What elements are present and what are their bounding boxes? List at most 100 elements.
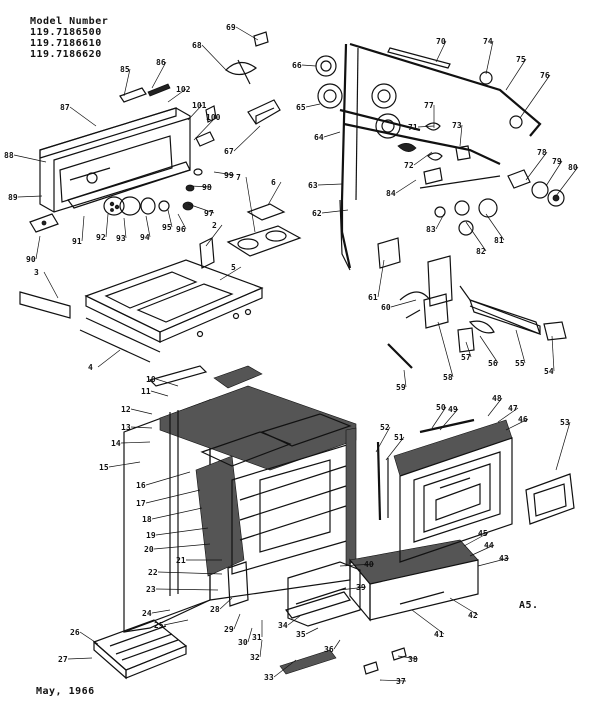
part-number-label: 55 xyxy=(515,359,525,368)
leader-line xyxy=(213,171,235,176)
leader-line xyxy=(151,609,171,614)
leader-line xyxy=(67,657,93,660)
part-number-label: 3 xyxy=(34,268,39,277)
callout-87: 87 xyxy=(60,103,97,127)
small-parts-top xyxy=(119,31,281,147)
callout-83: 83 xyxy=(426,213,445,234)
callout-51: 51 xyxy=(385,433,405,461)
callout-16: 16 xyxy=(136,471,191,490)
leader-line xyxy=(333,639,341,650)
callout-56: 56 xyxy=(479,335,499,368)
part-number-label: 43 xyxy=(499,554,509,563)
part-number-label: 34 xyxy=(278,621,288,630)
oven-door xyxy=(376,418,575,563)
callout-44: 44 xyxy=(469,541,495,557)
leader-line xyxy=(555,421,571,471)
leader-line xyxy=(465,221,487,252)
callout-37: 37 xyxy=(379,677,407,686)
part-number-label: 97 xyxy=(204,209,214,218)
part-number-label: 81 xyxy=(494,236,504,245)
part-number-label: 59 xyxy=(396,383,406,392)
leader-line xyxy=(273,659,297,678)
part-number-label: 22 xyxy=(148,568,158,577)
callout-19: 19 xyxy=(146,527,209,540)
part-number-label: 52 xyxy=(380,423,390,432)
callout-94: 94 xyxy=(140,215,151,242)
callout-46: 46 xyxy=(505,415,529,431)
control-knobs xyxy=(29,168,203,233)
model-number-2: 119.7186610 xyxy=(30,38,102,49)
callout-24: 24 xyxy=(142,609,171,618)
leader-line xyxy=(390,299,417,308)
part-number-label: 71 xyxy=(408,123,418,132)
leader-line xyxy=(505,58,527,91)
leader-line xyxy=(459,124,463,147)
callout-11: 11 xyxy=(141,387,169,397)
part-number-label: 54 xyxy=(544,367,554,376)
part-number-label: 12 xyxy=(121,405,131,414)
leader-line xyxy=(235,26,259,41)
callout-15: 15 xyxy=(99,461,141,472)
callout-74: 74 xyxy=(483,37,494,75)
part-number-label: 90 xyxy=(26,255,36,264)
leader-line xyxy=(187,104,203,121)
callout-7: 7 xyxy=(236,173,256,233)
part-number-label: 102 xyxy=(176,85,191,94)
callout-82: 82 xyxy=(465,221,487,256)
part-number-label: 39 xyxy=(356,583,366,592)
part-number-label: 32 xyxy=(250,653,260,662)
callout-100: 100 xyxy=(193,113,221,141)
leader-line xyxy=(108,461,141,468)
callout-60: 60 xyxy=(381,299,417,312)
part-callouts: 3456721011121314151617181920212223242526… xyxy=(4,23,579,686)
part-number-label: 30 xyxy=(238,638,248,647)
leader-line xyxy=(187,203,215,214)
part-number-label: 58 xyxy=(443,373,453,382)
callout-42: 42 xyxy=(449,597,479,620)
part-number-label: 80 xyxy=(568,163,578,172)
leader-line xyxy=(43,271,59,299)
leader-line xyxy=(130,408,153,415)
part-number-label: 73 xyxy=(452,121,462,130)
part-number-label: 49 xyxy=(448,405,458,414)
leader-line xyxy=(413,151,433,166)
leader-line xyxy=(555,166,579,197)
callout-91: 91 xyxy=(72,215,85,246)
leader-line xyxy=(375,426,391,453)
callout-57: 57 xyxy=(461,341,472,362)
leader-line xyxy=(145,471,191,486)
leader-line xyxy=(151,507,203,520)
part-number-label: 86 xyxy=(156,58,166,67)
leader-line xyxy=(395,179,417,194)
part-number-label: 28 xyxy=(210,605,220,614)
part-number-label: 85 xyxy=(120,65,130,74)
callout-52: 52 xyxy=(375,423,391,453)
callout-69: 69 xyxy=(226,23,259,41)
callout-101: 101 xyxy=(187,101,207,121)
part-number-label: 77 xyxy=(424,101,434,110)
part-number-label: 40 xyxy=(364,560,374,569)
backguard-assembly xyxy=(39,107,191,213)
callout-10: 10 xyxy=(146,375,179,387)
callout-58: 58 xyxy=(437,321,454,382)
callout-61: 61 xyxy=(368,259,385,302)
callout-75: 75 xyxy=(505,55,527,91)
leader-line xyxy=(155,378,179,387)
part-number-label: 50 xyxy=(436,403,446,412)
part-number-label: 93 xyxy=(116,234,126,243)
burner-manifold-assembly xyxy=(315,42,565,271)
part-number-label: 23 xyxy=(146,585,156,594)
part-number-label: 33 xyxy=(264,673,274,682)
revision-date: May, 1966 xyxy=(36,686,95,697)
part-number-label: 13 xyxy=(121,423,131,432)
callout-33: 33 xyxy=(264,659,297,682)
callout-65: 65 xyxy=(296,103,321,112)
model-number-1: 119.7186500 xyxy=(30,27,102,38)
part-number-label: 70 xyxy=(436,37,446,46)
header-title: Model Number xyxy=(30,16,109,27)
part-number-label: 64 xyxy=(314,133,324,142)
callout-18: 18 xyxy=(142,507,203,524)
part-number-label: 27 xyxy=(58,655,68,664)
callout-92: 92 xyxy=(96,213,109,242)
part-number-label: 31 xyxy=(252,633,262,642)
